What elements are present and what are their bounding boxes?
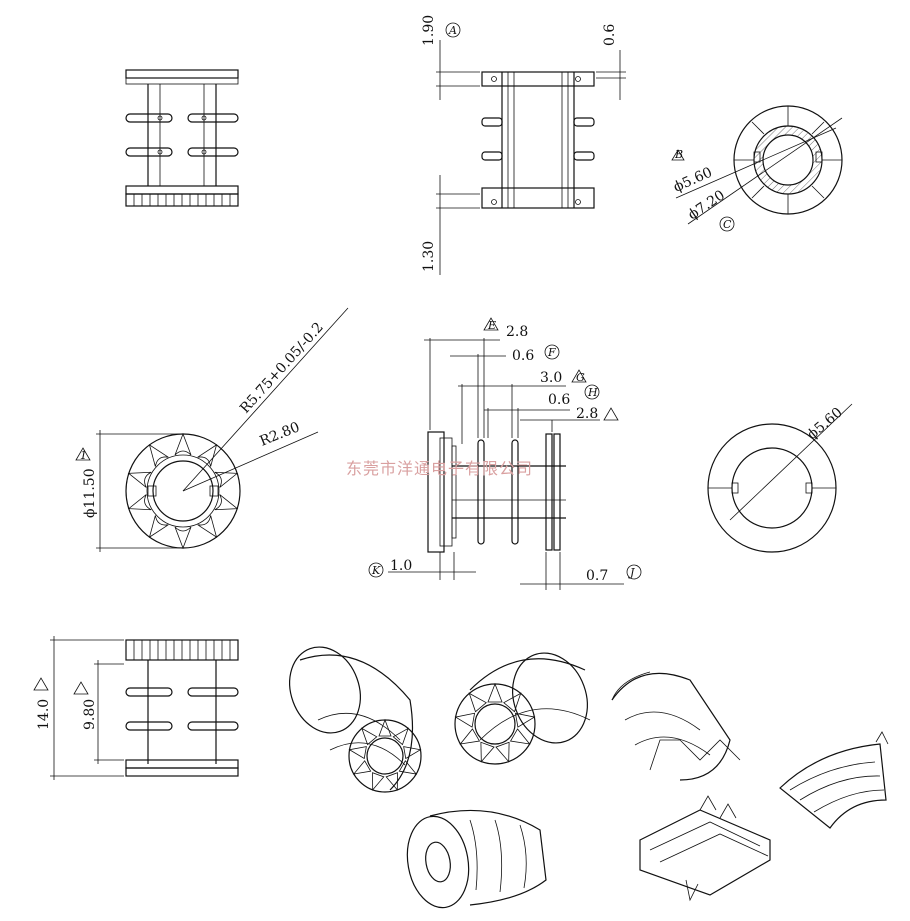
isometric-view-6: [779, 731, 889, 829]
dim-flange-thick: 1.0: [390, 558, 412, 574]
triangle-marker-b: [671, 149, 685, 161]
tag-e: E: [487, 319, 496, 332]
tag-g: G: [576, 371, 585, 384]
dim-radius-main: R5.75+0.05/-0.2: [237, 320, 327, 417]
tag-flange-marker: 1: [80, 449, 87, 462]
dim-slot-b: 0.6: [512, 348, 534, 364]
side-view-top-left: [125, 69, 239, 207]
triangle-marker-slot: [603, 407, 619, 421]
dim-outer-dia: ϕ7.20: [685, 187, 728, 223]
tag-b: B: [674, 148, 683, 161]
dim-radius-inner: R2.80: [258, 419, 303, 449]
tag-k-circle: [368, 562, 384, 578]
tag-a: A: [448, 24, 457, 37]
dim-slot-e: 2.8: [576, 406, 598, 422]
triangle-marker-g: [571, 369, 587, 383]
end-view-flange: [96, 307, 349, 552]
tag-j-circle: [626, 564, 642, 580]
tag-k: K: [371, 564, 381, 577]
tag-c-circle: [719, 216, 735, 232]
tag-j: J: [628, 566, 635, 579]
triangle-marker-flange: [75, 447, 91, 461]
triangle-marker-height: [33, 677, 49, 691]
section-view-top-right: [675, 105, 843, 225]
side-view-bottom-left: [50, 636, 239, 780]
dim-flange-dia: ϕ11.50: [82, 468, 98, 518]
tag-f-circle: [544, 344, 560, 360]
dim-end-thick: 0.7: [586, 568, 608, 584]
tag-c: C: [723, 218, 732, 231]
isometric-view-5: [639, 795, 771, 902]
dim-top-gap: 1.90: [421, 15, 437, 46]
dim-slot-d: 0.6: [548, 392, 570, 408]
dim-bottom-gap: 1.30: [421, 241, 437, 272]
tag-a-circle: [445, 22, 461, 38]
triangle-marker-inner-height: [73, 681, 89, 695]
front-view-top-center: [436, 40, 626, 275]
dim-slot-a: 2.8: [506, 324, 528, 340]
triangle-marker-e: [483, 317, 499, 331]
tag-h-circle: [584, 384, 600, 400]
isometric-view-2: [454, 652, 591, 765]
tag-f: F: [547, 346, 556, 359]
isometric-view-1: [289, 646, 422, 793]
dim-total-height: 14.0: [36, 699, 52, 730]
isometric-view-3: [611, 671, 741, 781]
watermark-text: 东莞市洋通电子有限公司: [346, 459, 534, 478]
tag-h: H: [587, 386, 598, 399]
isometric-view-4: [406, 809, 547, 909]
dim-end-dia: ϕ5.60: [804, 405, 845, 443]
dim-top-pin: 0.6: [602, 24, 618, 46]
dim-slot-c: 3.0: [540, 370, 562, 386]
side-profile-center: [388, 338, 624, 590]
dim-inner-height: 9.80: [82, 699, 98, 730]
end-view-right: [707, 403, 853, 553]
